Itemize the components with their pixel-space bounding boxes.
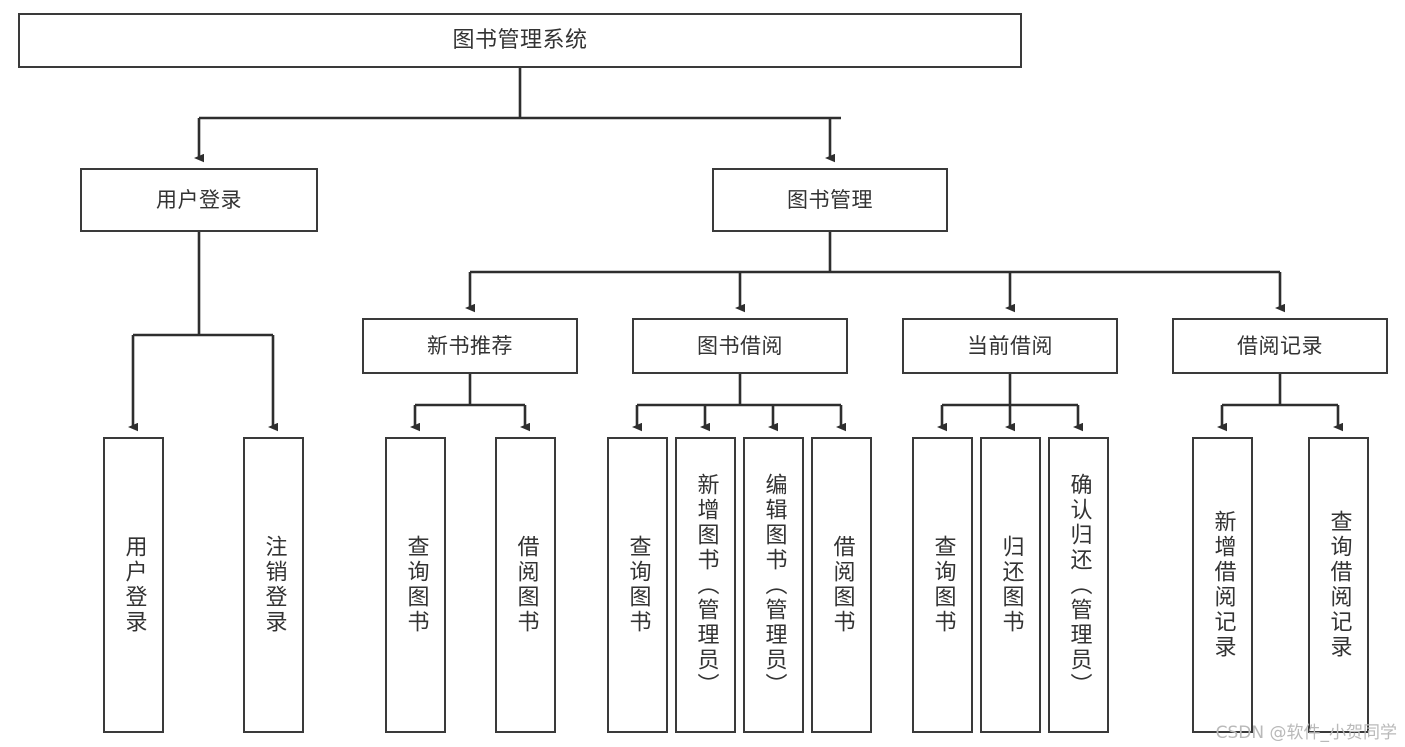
leaf-current-query-book[interactable]: 查询图书 <box>912 437 973 733</box>
watermark: CSDN @软件_小贺同学 <box>1215 723 1397 743</box>
node-label: 借阅记录 <box>1237 333 1323 358</box>
node-label: 查询图书 <box>403 535 429 635</box>
node-book-management[interactable]: 图书管理 <box>712 168 948 232</box>
node-label: 图书借阅 <box>697 333 783 358</box>
leaf-current-return-book[interactable]: 归还图书 <box>980 437 1041 733</box>
node-label: 新增借阅记录 <box>1210 510 1236 660</box>
node-label: 查询图书 <box>930 535 956 635</box>
leaf-record-add[interactable]: 新增借阅记录 <box>1192 437 1253 733</box>
leaf-borrow-query-book[interactable]: 查询图书 <box>607 437 668 733</box>
node-book-borrow[interactable]: 图书借阅 <box>632 318 848 374</box>
leaf-user-login[interactable]: 用户登录 <box>103 437 164 733</box>
leaf-new-book-borrow[interactable]: 借阅图书 <box>495 437 556 733</box>
node-label: 编辑图书（管理员） <box>761 472 787 698</box>
node-label: 新书推荐 <box>427 333 513 358</box>
leaf-borrow-borrow-book[interactable]: 借阅图书 <box>811 437 872 733</box>
leaf-borrow-add-book[interactable]: 新增图书（管理员） <box>675 437 736 733</box>
leaf-user-logout[interactable]: 注销登录 <box>243 437 304 733</box>
leaf-current-confirm-return[interactable]: 确认归还（管理员） <box>1048 437 1109 733</box>
node-current-borrow[interactable]: 当前借阅 <box>902 318 1118 374</box>
node-user-login[interactable]: 用户登录 <box>80 168 318 232</box>
node-label: 归还图书 <box>998 535 1024 635</box>
leaf-new-book-query[interactable]: 查询图书 <box>385 437 446 733</box>
node-label: 借阅图书 <box>513 535 539 635</box>
leaf-borrow-edit-book[interactable]: 编辑图书（管理员） <box>743 437 804 733</box>
node-new-book-recommend[interactable]: 新书推荐 <box>362 318 578 374</box>
node-label: 注销登录 <box>261 535 287 635</box>
node-label: 当前借阅 <box>967 333 1053 358</box>
node-root-system[interactable]: 图书管理系统 <box>18 13 1022 68</box>
leaf-record-query[interactable]: 查询借阅记录 <box>1308 437 1369 733</box>
node-label: 图书管理 <box>787 187 873 212</box>
node-label: 图书管理系统 <box>452 27 588 53</box>
node-label: 新增图书（管理员） <box>693 472 719 698</box>
node-label: 借阅图书 <box>829 535 855 635</box>
node-label: 用户登录 <box>156 187 242 212</box>
node-label: 查询图书 <box>625 535 651 635</box>
node-label: 用户登录 <box>121 535 147 635</box>
node-borrow-record[interactable]: 借阅记录 <box>1172 318 1388 374</box>
node-label: 确认归还（管理员） <box>1066 472 1092 698</box>
node-label: 查询借阅记录 <box>1326 510 1352 660</box>
